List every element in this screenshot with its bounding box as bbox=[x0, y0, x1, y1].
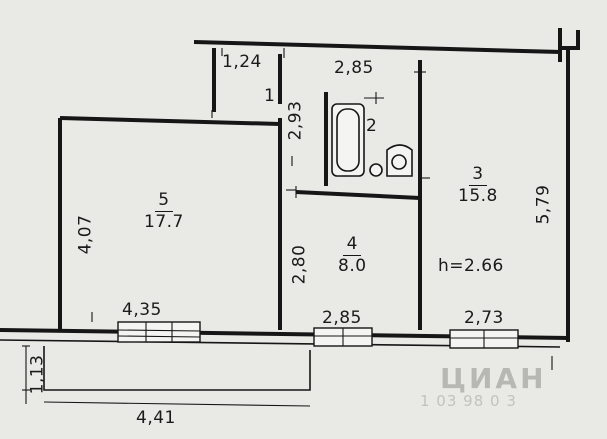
room-5-label: 5 17.7 bbox=[144, 192, 184, 231]
dim-bottom-4-35: 4,35 bbox=[122, 300, 162, 320]
room-5-area: 17.7 bbox=[144, 212, 184, 232]
room-3-label: 3 15.8 bbox=[458, 166, 498, 205]
bathroom-fixtures bbox=[331, 92, 413, 177]
dim-bottom-2-73: 2,73 bbox=[464, 308, 504, 328]
dim-top-1-24: 1,24 bbox=[222, 52, 262, 72]
dim-balcony-4-41: 4,41 bbox=[136, 408, 176, 428]
windows bbox=[117, 321, 519, 349]
dim-top-2-85: 2,85 bbox=[334, 58, 374, 78]
room-2-number: 2 bbox=[366, 116, 378, 136]
room-4-number: 4 bbox=[343, 236, 362, 256]
door-marks bbox=[286, 71, 430, 198]
dim-vert-2-93: 2,93 bbox=[285, 100, 306, 141]
ceiling-height: h=2.66 bbox=[438, 256, 504, 276]
dim-vert-5-79: 5,79 bbox=[533, 184, 554, 225]
watermark-brand: ЦИАН bbox=[440, 362, 547, 395]
room-4-label: 4 8.0 bbox=[338, 236, 367, 275]
room-1-number: 1 bbox=[264, 86, 276, 106]
dimension-ticks bbox=[91, 48, 553, 370]
room-4-area: 8.0 bbox=[338, 256, 367, 276]
room-3-number: 3 bbox=[468, 166, 487, 186]
watermark-id: 1 03 98 0 3 bbox=[420, 392, 517, 410]
dim-vert-4-07: 4,07 bbox=[75, 214, 96, 255]
dim-vert-2-80: 2,80 bbox=[289, 244, 310, 285]
room-5-number: 5 bbox=[154, 192, 173, 212]
dim-balcony-1-13: 1,13 bbox=[27, 354, 48, 395]
room-3-area: 15.8 bbox=[458, 186, 498, 206]
dim-bottom-2-85: 2,85 bbox=[322, 308, 362, 328]
balcony bbox=[22, 345, 311, 407]
